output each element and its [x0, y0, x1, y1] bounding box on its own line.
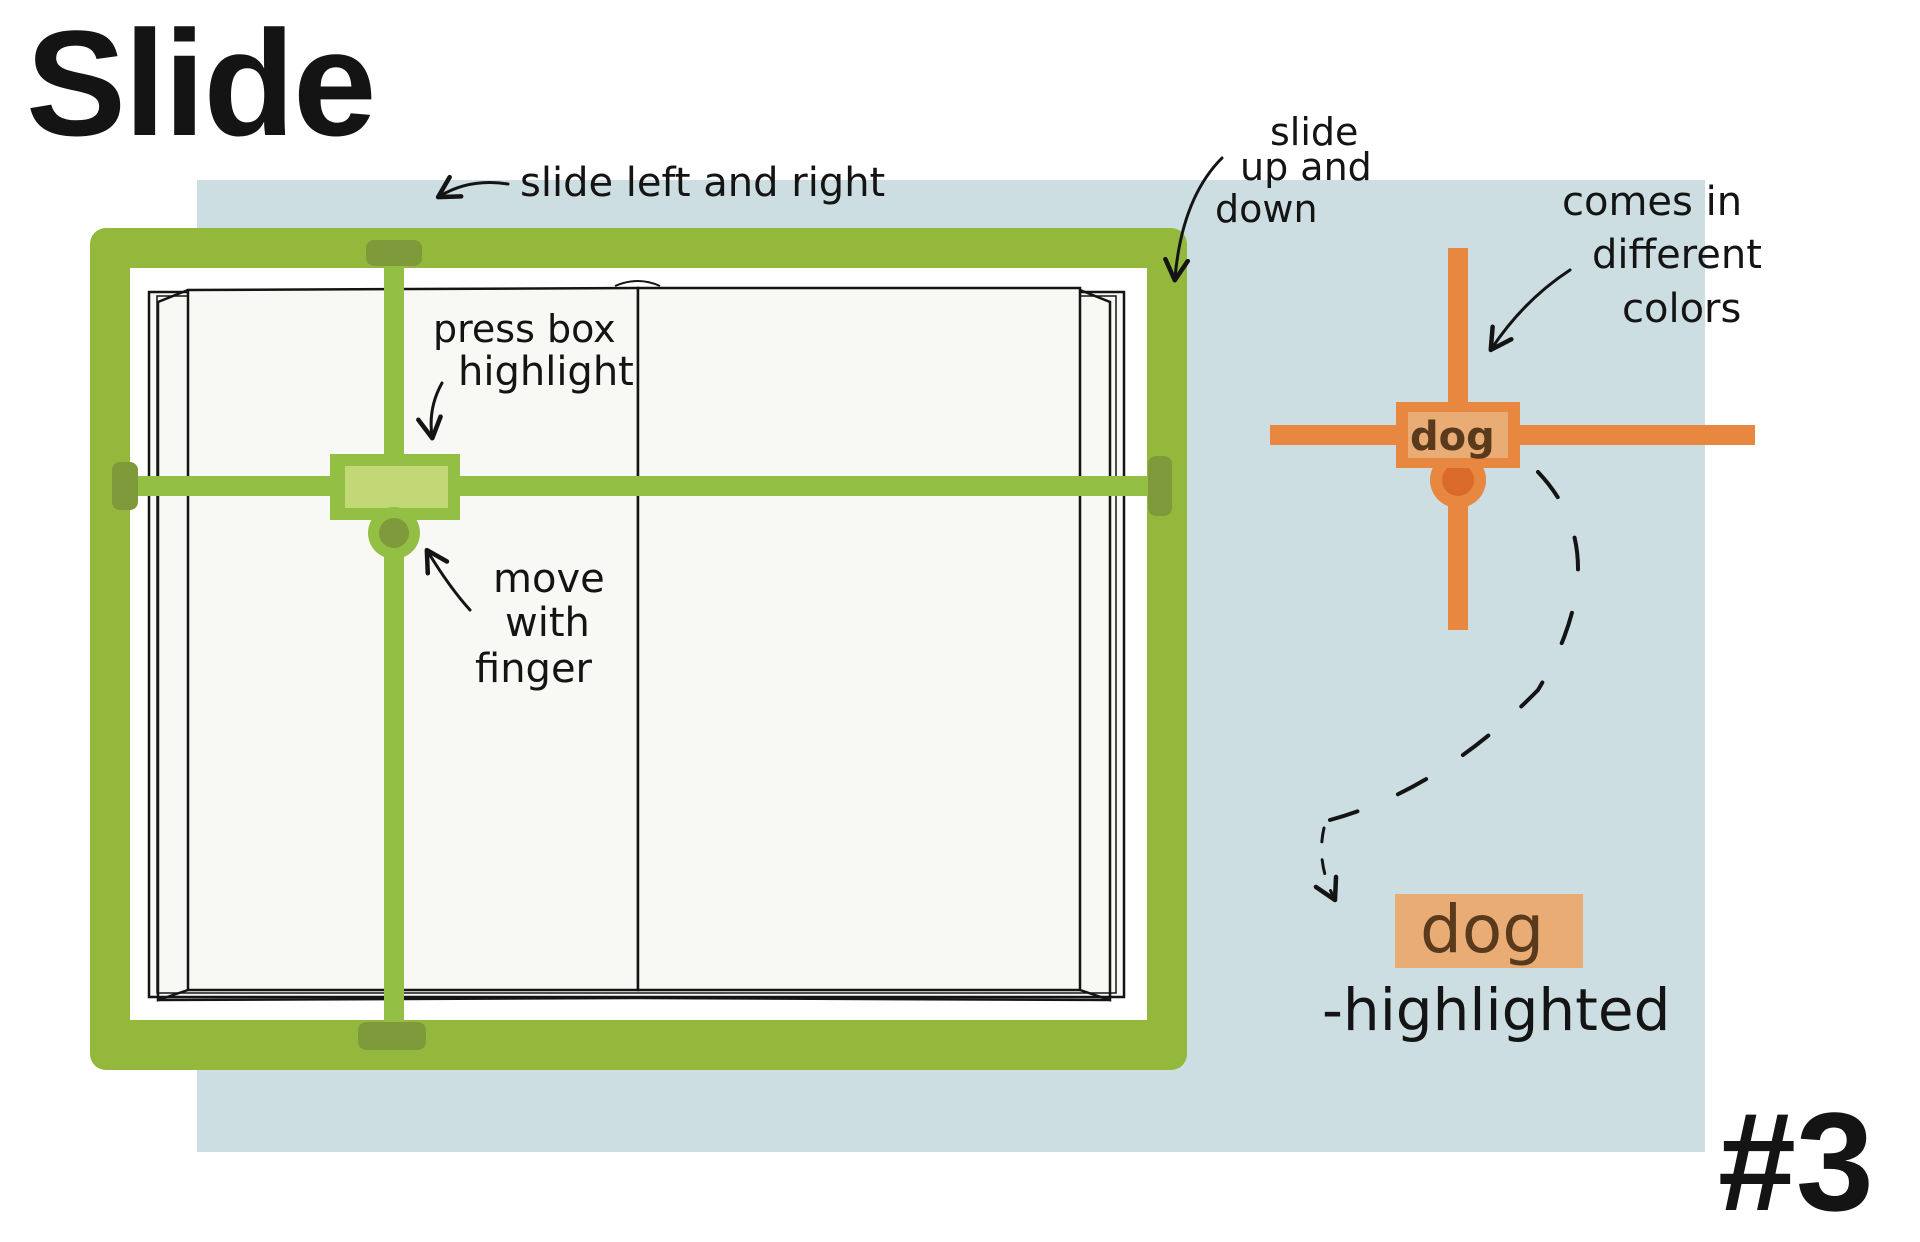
annotation-slide-line-3: down [1215, 187, 1318, 231]
annotation-move-line-1: move [493, 556, 605, 602]
orange-slider: dog [1270, 248, 1755, 630]
highlighted-word-box [1395, 894, 1583, 968]
annotation-slide-left-right: slide left and right [520, 160, 885, 206]
annotation-press-box-line-2: highlight [458, 349, 634, 395]
annotation-slide-line-2: up and [1240, 145, 1372, 189]
slider-word: dog [1410, 414, 1495, 460]
annotation-press-box-line-1: press box [433, 307, 616, 351]
page-number: #3 [1718, 1083, 1874, 1240]
horizontal-slider-bar[interactable] [118, 476, 1163, 496]
vertical-slider-bar[interactable] [384, 242, 404, 1042]
slider-knob-center [379, 518, 409, 548]
arrow-colors [1488, 268, 1572, 353]
arrow-press-box [416, 381, 444, 441]
annotation-move-line-3: finger [475, 646, 593, 692]
annotation-slide-line-1: slide [1270, 110, 1358, 154]
highlight-box-window [345, 466, 448, 508]
annotation-colors-line-1: comes in [1562, 179, 1742, 225]
open-book [147, 280, 1126, 1002]
orange-highlight-window [1408, 412, 1508, 458]
vertical-slider-end-top[interactable] [366, 240, 422, 266]
vertical-slider-end-bottom[interactable] [358, 1022, 426, 1050]
arrow-down [1163, 156, 1224, 283]
highlighted-label: -highlighted [1322, 976, 1670, 1044]
annotation-move-line-2: with [505, 600, 590, 646]
page-title: Slide [26, 0, 374, 167]
highlighted-word: dog [1420, 891, 1544, 968]
horizontal-slider-end-left[interactable] [112, 462, 138, 510]
annotation-colors-line-2: different [1592, 232, 1762, 278]
annotation-colors-line-3: colors [1622, 286, 1741, 332]
orange-knob-center [1442, 464, 1474, 496]
dashed-path-tail [1313, 826, 1339, 903]
arrow-left [435, 174, 510, 200]
horizontal-slider-end-right[interactable] [1148, 456, 1172, 516]
dashed-path-arrow [1328, 470, 1580, 822]
green-frame-device [90, 228, 1187, 1070]
arrow-move-finger [424, 547, 472, 612]
